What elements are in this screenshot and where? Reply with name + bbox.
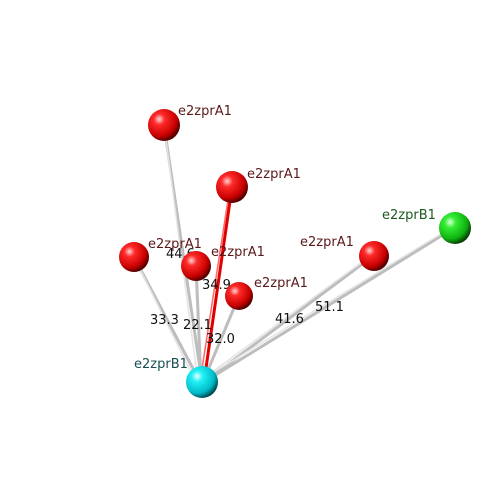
distance-label: 22.1 bbox=[183, 318, 212, 333]
atom-label: e2zprA1 bbox=[300, 235, 354, 250]
distance-label: 51.1 bbox=[315, 300, 344, 315]
atoms bbox=[119, 109, 471, 398]
distance-labels: 33.3 22.1 44.6 34.9 32.0 41.6 51.1 bbox=[150, 247, 344, 347]
atom-label: e2zprB1 bbox=[382, 208, 436, 223]
atom-a2[interactable] bbox=[216, 171, 248, 203]
atom-label: e2zprA1 bbox=[254, 276, 308, 291]
atom-label: e2zprA1 bbox=[178, 104, 232, 119]
bonds bbox=[132, 124, 455, 384]
atom-a6[interactable] bbox=[359, 241, 389, 271]
bond-to-a6-b bbox=[203, 253, 374, 379]
bond-to-a1-b bbox=[163, 124, 199, 383]
distance-label: 33.3 bbox=[150, 313, 179, 328]
bond-to-a2-b bbox=[199, 186, 231, 383]
atom-label: e2zprA1 bbox=[211, 245, 265, 260]
atom-a3[interactable] bbox=[119, 242, 149, 272]
atom-b1[interactable] bbox=[439, 212, 471, 244]
atom-label: e2zprA1 bbox=[247, 167, 301, 182]
atom-label: e2zprA1 bbox=[148, 237, 202, 252]
bond-to-a2 bbox=[202, 186, 234, 383]
atom-labels: e2zprA1 e2zprA1 e2zprA1 e2zprA1 e2zprA1 … bbox=[134, 104, 436, 372]
distance-label: 34.9 bbox=[202, 278, 231, 293]
atom-a4[interactable] bbox=[181, 251, 211, 281]
distance-label: 32.0 bbox=[206, 332, 235, 347]
atom-a5[interactable] bbox=[225, 282, 253, 310]
distance-label: 41.6 bbox=[275, 312, 304, 327]
bond-to-b1 bbox=[203, 226, 455, 384]
center-atom-label: e2zprB1 bbox=[134, 357, 188, 372]
bond-to-b1-b bbox=[203, 225, 455, 379]
bond-to-a3-b bbox=[133, 256, 197, 383]
atom-center[interactable] bbox=[186, 366, 218, 398]
bond-to-a4 bbox=[194, 265, 203, 383]
atom-a1[interactable] bbox=[148, 109, 180, 141]
